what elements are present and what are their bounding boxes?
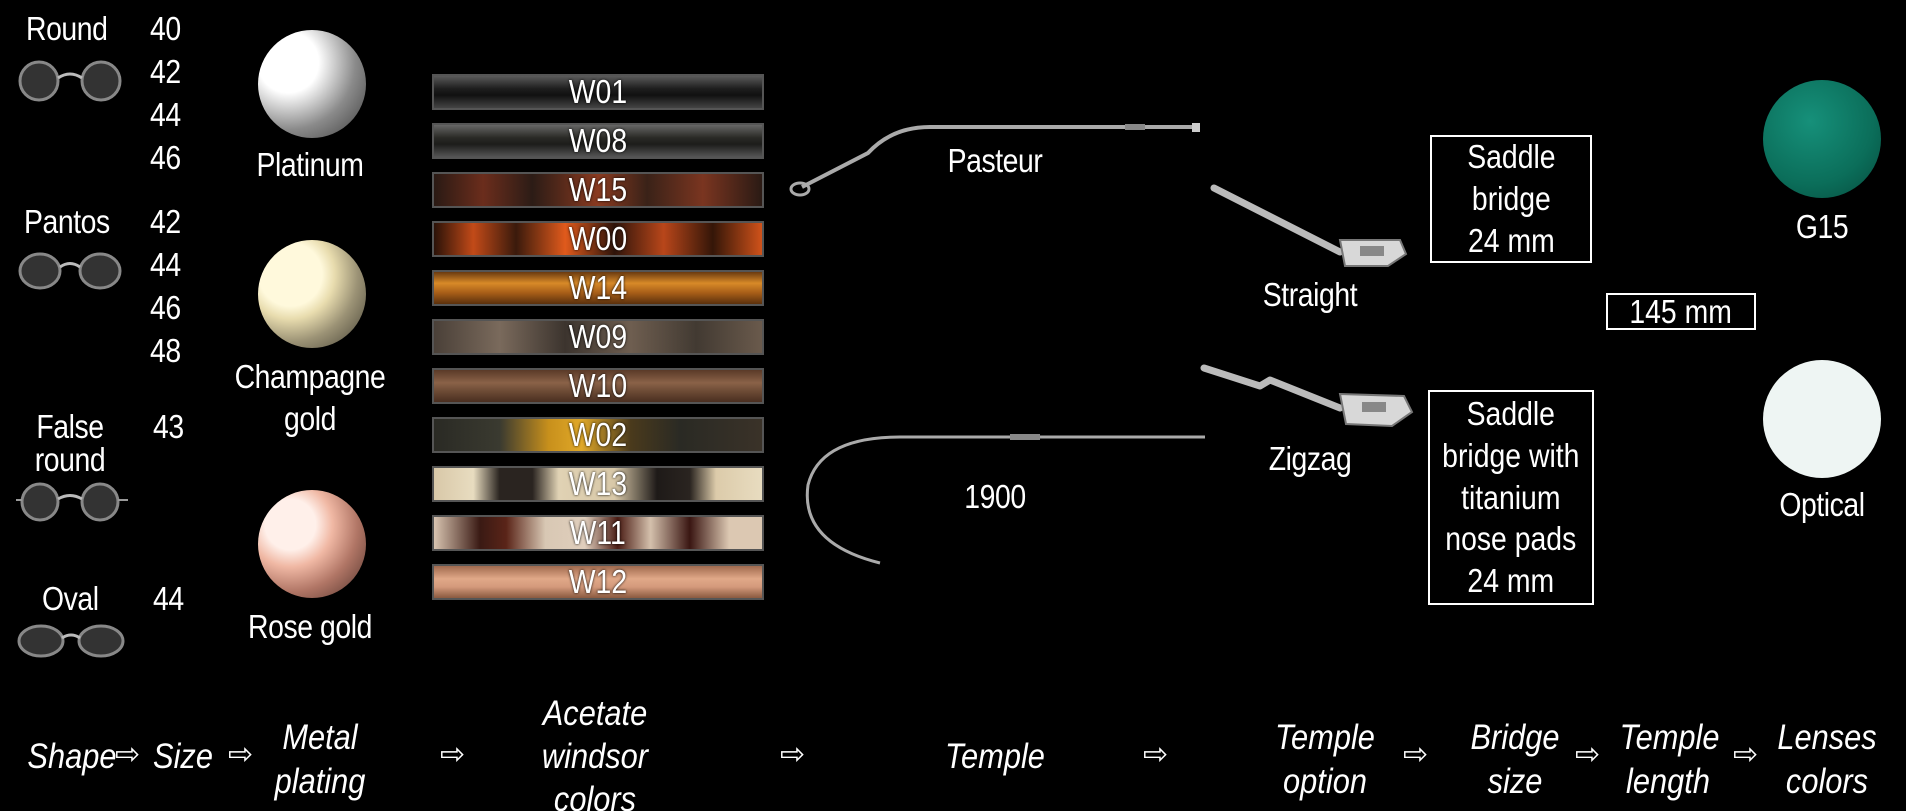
temple-length-box[interactable]: 145 mm (1606, 293, 1756, 330)
swatch-code: W13 (568, 466, 628, 502)
pasteur-temple-image[interactable] (780, 115, 1220, 205)
size-46[interactable]: 46 (150, 139, 181, 176)
acetate-swatch-w11[interactable]: W11 (432, 515, 764, 551)
shape-label-line2: round (34, 441, 106, 478)
lens-optical-swatch[interactable] (1763, 360, 1881, 478)
swatch-code: W10 (568, 368, 628, 404)
bridge-line: Saddle (1466, 394, 1556, 432)
flow-text: Temple (1619, 718, 1720, 757)
platinum-swatch[interactable] (258, 30, 366, 138)
temple-option-straight-label: Straight (1262, 276, 1358, 313)
temple-option-zigzag-label: Zigzag (1268, 440, 1352, 477)
flow-text: Bridge (1470, 718, 1560, 757)
flow-arrow-icon: ⇨ (1575, 738, 1601, 771)
bridge-line: titanium (1461, 478, 1561, 516)
lens-optical-label: Optical (1779, 486, 1865, 523)
flow-text: Lenses (1777, 718, 1877, 757)
size-40[interactable]: 40 (150, 10, 181, 47)
bridge-line: Saddle (1466, 138, 1556, 176)
swatch-code: W09 (568, 319, 628, 355)
flow-step-shape: Shape (27, 737, 117, 776)
champagne-gold-swatch[interactable] (258, 240, 366, 348)
round-glasses-icon (18, 60, 122, 102)
size-43[interactable]: 43 (153, 408, 184, 445)
flow-arrow-icon: ⇨ (1733, 738, 1759, 771)
shape-label: Oval (42, 580, 99, 617)
flow-text: colors (553, 780, 637, 811)
shape-label: Pantos (24, 203, 110, 240)
bridge-line: bridge (1471, 180, 1551, 218)
flow-step-temple: Temple (945, 737, 1045, 776)
flow-text: Metal (282, 718, 358, 757)
temple-length-value: 145 mm (1629, 292, 1733, 330)
acetate-swatch-w09[interactable]: W09 (432, 319, 764, 355)
shape-label: Round (26, 10, 108, 47)
flow-text: windsor (541, 737, 649, 776)
flow-step-size: Size (153, 737, 213, 776)
bridge-option-saddle[interactable]: Saddle bridge 24 mm (1430, 135, 1592, 263)
temple-1900-label: 1900 (964, 478, 1026, 515)
straight-temple-option-image[interactable] (1210, 180, 1420, 280)
flow-text: colors (1785, 762, 1869, 801)
swatch-code: W12 (568, 564, 628, 600)
size-44[interactable]: 44 (150, 96, 181, 133)
size-42[interactable]: 42 (150, 203, 181, 240)
flow-text: option (1283, 762, 1367, 801)
acetate-swatch-w02[interactable]: W02 (432, 417, 764, 453)
swatch-code: W11 (569, 515, 627, 551)
acetate-swatch-w13[interactable]: W13 (432, 466, 764, 502)
swatch-code: W14 (568, 270, 628, 306)
acetate-swatch-w15[interactable]: W15 (432, 172, 764, 208)
acetate-swatch-w14[interactable]: W14 (432, 270, 764, 306)
lens-g15-swatch[interactable] (1763, 80, 1881, 198)
bridge-line: 24 mm (1467, 562, 1555, 600)
bridge-line: bridge with (1442, 436, 1580, 474)
oval-glasses-icon (17, 624, 125, 658)
temple-pasteur-label: Pasteur (947, 142, 1043, 179)
metal-champagne-label-line1: Champagne (234, 358, 386, 395)
metal-rose-gold-label: Rose gold (248, 608, 372, 645)
1900-temple-image[interactable] (780, 425, 1220, 570)
size-48[interactable]: 48 (150, 332, 181, 369)
acetate-swatch-w10[interactable]: W10 (432, 368, 764, 404)
acetate-swatch-w12[interactable]: W12 (432, 564, 764, 600)
size-42[interactable]: 42 (150, 53, 181, 90)
metal-champagne-label-line2: gold (284, 400, 336, 437)
flow-arrow-icon: ⇨ (1403, 738, 1429, 771)
swatch-code: W00 (568, 221, 628, 257)
pantos-glasses-icon (18, 252, 122, 290)
flow-text: Temple (1275, 718, 1375, 757)
bridge-option-saddle-titanium[interactable]: Saddle bridge with titanium nose pads 24… (1428, 390, 1594, 605)
rose-gold-swatch[interactable] (258, 490, 366, 598)
bridge-line: nose pads (1445, 520, 1577, 558)
flow-text: plating (274, 762, 366, 801)
flow-text: size (1487, 762, 1543, 801)
acetate-swatch-w01[interactable]: W01 (432, 74, 764, 110)
size-44[interactable]: 44 (153, 580, 184, 617)
metal-platinum-label: Platinum (256, 146, 364, 183)
swatch-code: W01 (568, 74, 628, 110)
flow-arrow-icon: ⇨ (115, 738, 141, 771)
swatch-code: W08 (568, 123, 628, 159)
flow-arrow-icon: ⇨ (228, 738, 254, 771)
flow-arrow-icon: ⇨ (1143, 738, 1169, 771)
swatch-code: W02 (568, 417, 628, 453)
size-46[interactable]: 46 (150, 289, 181, 326)
false-round-glasses-icon (16, 482, 128, 522)
shape-label-line1: False (36, 408, 104, 445)
size-44[interactable]: 44 (150, 246, 181, 283)
zigzag-temple-option-image[interactable] (1200, 360, 1420, 440)
flow-arrow-icon: ⇨ (440, 738, 466, 771)
flow-text: length (1626, 762, 1710, 801)
acetate-swatch-w08[interactable]: W08 (432, 123, 764, 159)
flow-arrow-icon: ⇨ (780, 738, 806, 771)
bridge-line: 24 mm (1467, 221, 1555, 259)
swatch-code: W15 (568, 172, 628, 208)
lens-g15-label: G15 (1795, 208, 1849, 245)
flow-text: Acetate (542, 694, 648, 733)
acetate-swatch-w00[interactable]: W00 (432, 221, 764, 257)
